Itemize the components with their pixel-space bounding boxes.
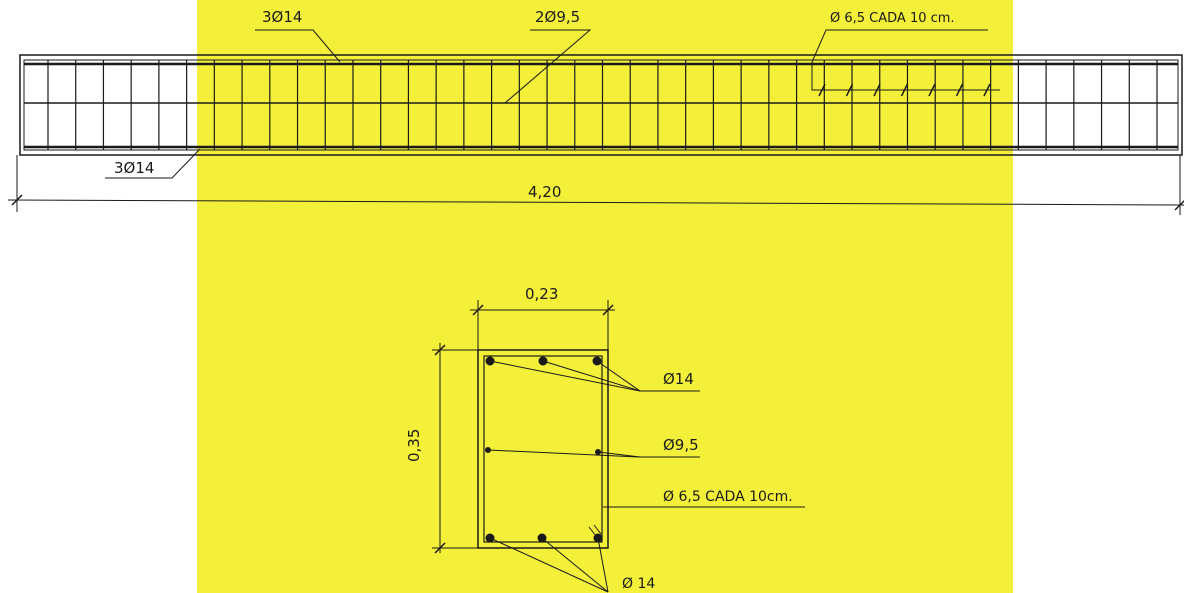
stirrup-hook-mark xyxy=(588,526,597,537)
top-bars-leader-3 xyxy=(596,360,641,392)
section-height-label: 0,35 xyxy=(405,428,423,462)
elevation-leaders xyxy=(105,29,1000,179)
elevation-mid-bars-label: 2Ø9,5 xyxy=(535,8,581,26)
bottom-bars-leader-1 xyxy=(489,537,609,593)
length-dimension xyxy=(7,155,1184,215)
section-mid-bars-label: Ø9,5 xyxy=(663,436,699,454)
mid-bars-leader-2 xyxy=(597,451,641,458)
stirrup-lines xyxy=(47,60,1158,150)
top-bars-leader-1 xyxy=(489,360,641,392)
section-stirrup xyxy=(483,355,603,543)
bottom-bars-leader-2 xyxy=(541,537,609,593)
section-width-label: 0,23 xyxy=(525,285,559,303)
section-leaders xyxy=(487,360,805,593)
length-dimension-line xyxy=(7,199,1184,206)
section-stirrup-label: Ø 6,5 CADA 10cm. xyxy=(663,489,793,505)
section-bars xyxy=(485,356,603,543)
height-tick-bottom xyxy=(434,542,446,554)
length-tick-left xyxy=(11,194,23,206)
elevation-length-label: 4,20 xyxy=(528,183,562,201)
stirrups-leader xyxy=(811,29,1000,91)
bottom-bars-leader-3 xyxy=(597,537,609,593)
bottom-bars-leader xyxy=(105,148,201,179)
yellow-highlight-panel xyxy=(197,0,1013,593)
top-bars-leader-2 xyxy=(542,360,641,392)
beam-elevation xyxy=(19,54,1183,156)
section-top-bars-label: Ø14 xyxy=(663,370,694,388)
length-tick-right xyxy=(1174,199,1184,211)
beam-inner-outline xyxy=(23,59,1179,151)
mid-bars-leader xyxy=(504,29,592,104)
height-tick-top xyxy=(434,344,446,356)
width-tick-left xyxy=(472,304,484,316)
cross-section xyxy=(432,300,615,554)
section-bottom-bars-label: Ø 14 xyxy=(622,576,656,592)
top-bars-leader xyxy=(255,29,341,63)
elevation-top-bars-label: 3Ø14 xyxy=(262,8,303,26)
section-outline xyxy=(477,349,609,549)
width-tick-right xyxy=(602,304,614,316)
beam-outline xyxy=(19,54,1183,156)
mid-bars-leader-1 xyxy=(487,449,641,458)
stirrup-hook-mark xyxy=(593,524,602,535)
elevation-bottom-bars-label: 3Ø14 xyxy=(114,159,155,177)
elevation-stirrups-label: Ø 6,5 CADA 10 cm. xyxy=(830,11,955,26)
